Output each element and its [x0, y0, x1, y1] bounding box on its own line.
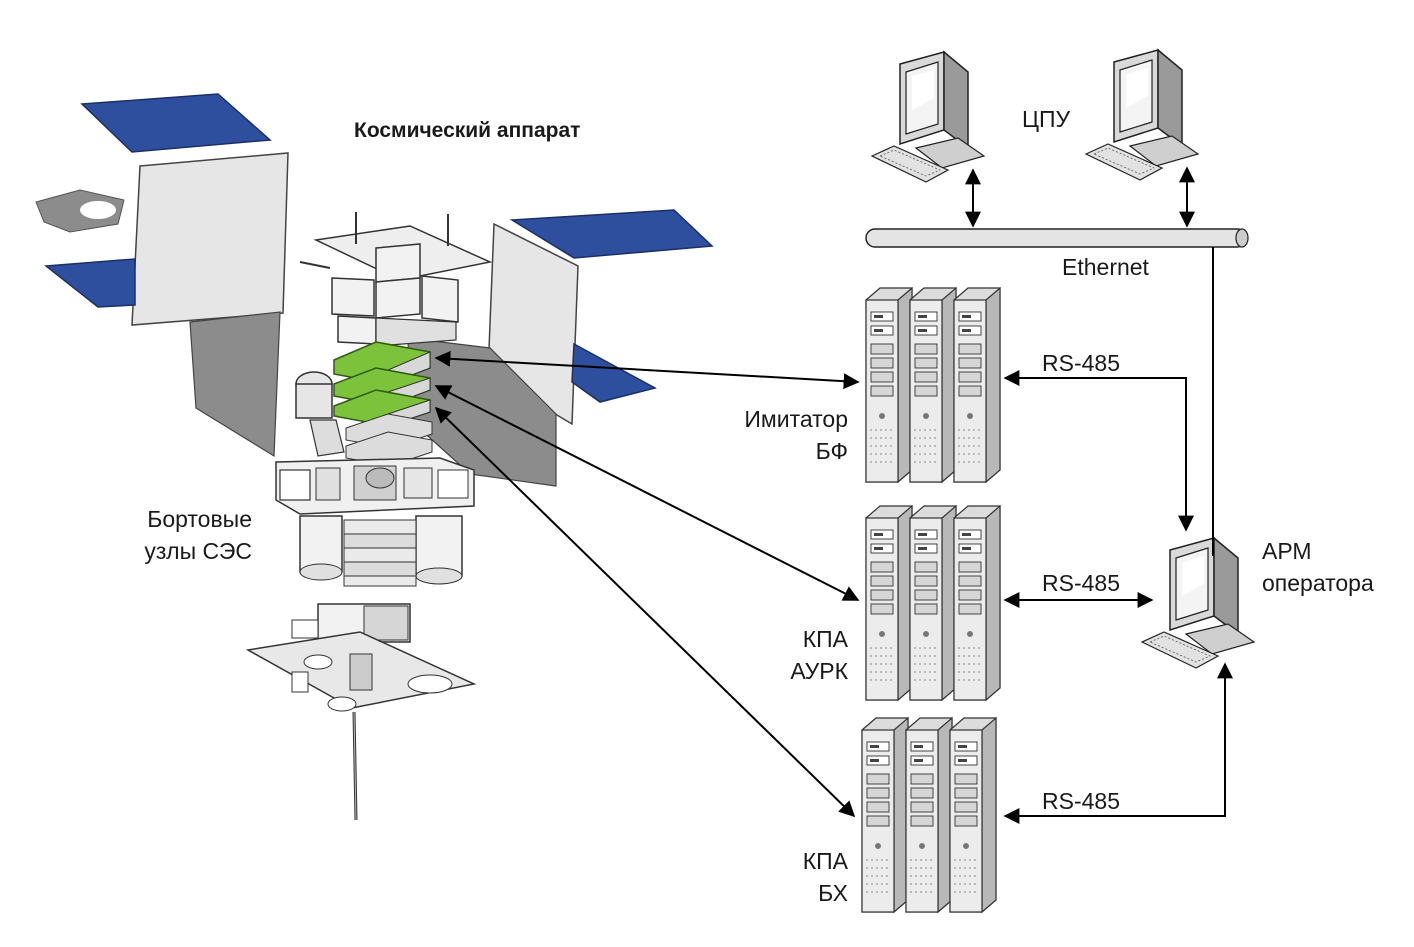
desktop-computer-icon	[1141, 537, 1255, 669]
desktop-computer-icon	[871, 51, 985, 183]
ethernet-label: Ethernet	[1062, 254, 1149, 280]
equipment-block	[337, 315, 377, 345]
solar-panel	[44, 258, 136, 308]
equipment-block	[375, 277, 421, 319]
rs485-link-kpa-bh	[1003, 662, 1233, 824]
server-rack-icon	[909, 505, 957, 701]
rs485-label-2: RS-485	[1042, 570, 1120, 596]
arm-label-line1: АРМ	[1262, 538, 1312, 564]
solar-panel	[509, 209, 714, 259]
kpa-bh-label-line1: КПА	[802, 848, 848, 874]
server-rack-kpa-bh	[861, 717, 997, 913]
kpa-bh-label-line2: БХ	[818, 880, 848, 906]
rs485-link-imitator	[1003, 370, 1194, 532]
ring-part	[35, 189, 125, 233]
kpa-aurk-label-line1: КПА	[802, 626, 848, 652]
spacecraft-illustration	[35, 93, 714, 821]
cpu-computer-1	[871, 51, 985, 183]
equipment-block	[375, 243, 421, 283]
server-rack-icon	[865, 505, 913, 701]
rs485-label-3: RS-485	[1042, 788, 1120, 814]
imitator-label-line2: БФ	[815, 438, 848, 464]
battery-stack	[343, 519, 417, 587]
ethernet-bus	[865, 228, 1249, 248]
radiator-panel	[189, 311, 281, 458]
radiator-panel	[131, 152, 289, 326]
equipment-block	[331, 277, 375, 317]
arm-operator-computer	[1141, 537, 1255, 669]
link-imitator-onboard	[434, 350, 860, 390]
server-rack-kpa-aurk	[865, 505, 1001, 701]
solar-panel	[571, 342, 658, 403]
cpu-computer-2	[1085, 49, 1199, 181]
server-rack-icon	[865, 287, 913, 483]
server-rack-icon	[949, 717, 997, 913]
arm-label-line2: оператора	[1262, 570, 1374, 596]
server-rack-icon	[953, 287, 1001, 483]
solar-panel	[80, 93, 272, 153]
link-kpa-bh-onboard	[434, 406, 856, 818]
onboard-label-line1: Бортовые	[147, 506, 252, 532]
imitator-label-line1: Имитатор	[744, 406, 848, 432]
server-rack-icon	[861, 717, 909, 913]
rs485-label-1: RS-485	[1042, 350, 1120, 376]
server-rack-icon	[953, 505, 1001, 701]
power-modules	[333, 341, 431, 427]
diagram-title: Космический аппарат	[354, 119, 581, 142]
server-rack-icon	[905, 717, 953, 913]
desktop-computer-icon	[1085, 49, 1199, 181]
onboard-label-line2: узлы СЭС	[144, 538, 252, 564]
cpu-label: ЦПУ	[1022, 106, 1071, 132]
server-rack-icon	[909, 287, 957, 483]
kpa-aurk-label-line2: АУРК	[790, 658, 848, 684]
equipment-block	[421, 275, 459, 323]
server-rack-imitator	[865, 287, 1001, 483]
